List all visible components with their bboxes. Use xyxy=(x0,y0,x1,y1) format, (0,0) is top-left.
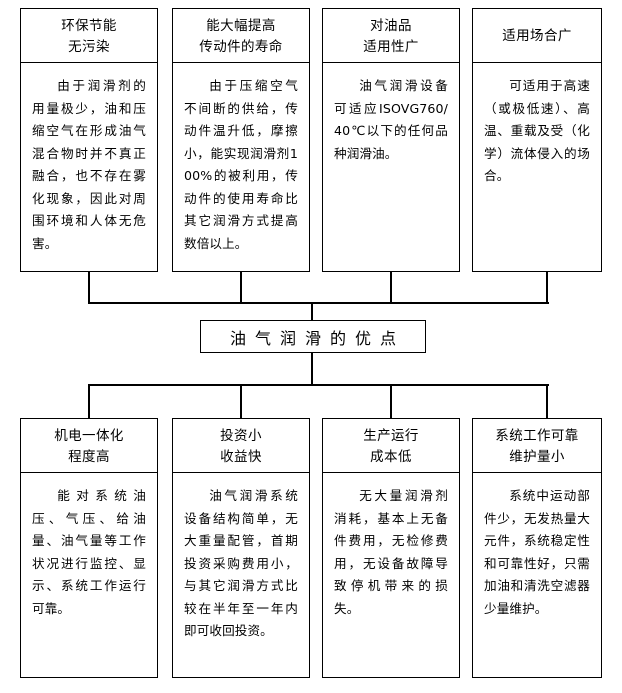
top-node-1-header: 环保节能 无污染 xyxy=(21,9,157,63)
bottom-node-3-title-line-1: 生产运行 xyxy=(363,427,419,444)
bottom-node-2[interactable]: 投资小 收益快 油气润滑系统设备结构简单，无大重量配管，首期投资采购费用小，与其… xyxy=(172,418,310,678)
top-node-3-body: 油气润滑设备可适应ISOVG760/40℃以下的任何品种润滑油。 xyxy=(323,63,459,271)
connector-top-stub-3 xyxy=(390,272,393,304)
connector-bottom-bus xyxy=(88,384,549,387)
top-node-2-title-line-1: 能大幅提高 xyxy=(206,17,276,34)
top-node-1-title-line-1: 环保节能 xyxy=(61,17,117,34)
bottom-node-4-text: 系统中运动部件少，无发热量大元件，系统稳定性和可靠性好，只需加油和清洗空滤器少量… xyxy=(484,488,590,616)
top-node-1[interactable]: 环保节能 无污染 由于润滑剂的用量极少，油和压缩空气在形成油气混合物时并不真正融… xyxy=(20,8,158,272)
bottom-node-2-title-line-1: 投资小 xyxy=(220,427,262,444)
bottom-node-4[interactable]: 系统工作可靠 维护量小 系统中运动部件少，无发热量大元件，系统稳定性和可靠性好，… xyxy=(472,418,602,678)
connector-top-stub-1 xyxy=(88,272,91,304)
connector-top-to-hub xyxy=(311,302,314,322)
top-node-1-title-line-2: 无污染 xyxy=(68,38,110,55)
hub-node[interactable]: 油气润滑的优点 xyxy=(200,320,426,353)
hub-label: 油气润滑的优点 xyxy=(229,328,405,348)
bottom-node-3-text: 无大量润滑剂消耗，基本上无备件费用，无检修费用，无设备故障导致停机带来的损失。 xyxy=(334,488,448,616)
bottom-node-1-body: 能对系统油压、气压、给油量、油气量等工作状况进行监控、显示、系统工作运行可靠。 xyxy=(21,473,157,677)
top-node-1-body: 由于润滑剂的用量极少，油和压缩空气在形成油气混合物时并不真正融合，也不存在雾化现… xyxy=(21,63,157,271)
bottom-node-2-body: 油气润滑系统设备结构简单，无大重量配管，首期投资采购费用小，与其它润滑方式比较在… xyxy=(173,473,309,677)
top-node-3-title-line-1: 对油品 xyxy=(370,17,412,34)
top-node-1-text: 由于润滑剂的用量极少，油和压缩空气在形成油气混合物时并不真正融合，也不存在雾化现… xyxy=(32,78,146,251)
bottom-node-3-header: 生产运行 成本低 xyxy=(323,419,459,473)
bottom-node-4-title-line-1: 系统工作可靠 xyxy=(495,427,579,444)
top-node-4-text: 可适用于高速（或极低速）、高温、重载及受（化学）流体侵入的场合。 xyxy=(484,78,590,183)
connector-top-stub-2 xyxy=(240,272,243,304)
bottom-node-1-header: 机电一体化 程度高 xyxy=(21,419,157,473)
bottom-node-4-header: 系统工作可靠 维护量小 xyxy=(473,419,601,473)
connector-bottom-stub-4 xyxy=(546,384,549,418)
bottom-node-3-body: 无大量润滑剂消耗，基本上无备件费用，无检修费用，无设备故障导致停机带来的损失。 xyxy=(323,473,459,677)
bottom-node-3[interactable]: 生产运行 成本低 无大量润滑剂消耗，基本上无备件费用，无检修费用，无设备故障导致… xyxy=(322,418,460,678)
bottom-node-3-title-line-2: 成本低 xyxy=(370,448,412,465)
connector-top-stub-4 xyxy=(546,272,549,304)
connector-bottom-stub-3 xyxy=(390,384,393,418)
connector-hub-to-bottom xyxy=(311,352,314,386)
top-node-4-header: 适用场合广 xyxy=(473,9,601,63)
top-node-2-title-line-2: 传动件的寿命 xyxy=(199,38,283,55)
connector-bottom-stub-2 xyxy=(240,384,243,418)
bottom-node-1[interactable]: 机电一体化 程度高 能对系统油压、气压、给油量、油气量等工作状况进行监控、显示、… xyxy=(20,418,158,678)
bottom-node-1-text: 能对系统油压、气压、给油量、油气量等工作状况进行监控、显示、系统工作运行可靠。 xyxy=(32,488,146,616)
top-node-4-body: 可适用于高速（或极低速）、高温、重载及受（化学）流体侵入的场合。 xyxy=(473,63,601,271)
bottom-node-2-header: 投资小 收益快 xyxy=(173,419,309,473)
bottom-node-2-text: 油气润滑系统设备结构简单，无大重量配管，首期投资采购费用小，与其它润滑方式比较在… xyxy=(184,488,298,638)
bottom-node-4-body: 系统中运动部件少，无发热量大元件，系统稳定性和可靠性好，只需加油和清洗空滤器少量… xyxy=(473,473,601,677)
connector-bottom-stub-1 xyxy=(88,384,91,418)
top-node-2[interactable]: 能大幅提高 传动件的寿命 由于压缩空气不间断的供给，传动件温升低，摩擦小，能实现… xyxy=(172,8,310,272)
top-node-4[interactable]: 适用场合广 可适用于高速（或极低速）、高温、重载及受（化学）流体侵入的场合。 xyxy=(472,8,602,272)
bottom-node-2-title-line-2: 收益快 xyxy=(220,448,262,465)
top-node-3-title-line-2: 适用性广 xyxy=(363,38,419,55)
bottom-node-1-title-line-1: 机电一体化 xyxy=(54,427,124,444)
top-node-4-title-line-1: 适用场合广 xyxy=(502,28,572,44)
bottom-node-4-title-line-2: 维护量小 xyxy=(509,448,565,465)
top-node-2-body: 由于压缩空气不间断的供给，传动件温升低，摩擦小，能实现润滑剂100%的被利用，传… xyxy=(173,63,309,271)
top-node-2-header: 能大幅提高 传动件的寿命 xyxy=(173,9,309,63)
top-node-3-header: 对油品 适用性广 xyxy=(323,9,459,63)
top-node-3[interactable]: 对油品 适用性广 油气润滑设备可适应ISOVG760/40℃以下的任何品种润滑油… xyxy=(322,8,460,272)
connector-top-bus xyxy=(88,302,549,305)
top-node-2-text: 由于压缩空气不间断的供给，传动件温升低，摩擦小，能实现润滑剂100%的被利用，传… xyxy=(184,78,298,251)
bottom-node-1-title-line-2: 程度高 xyxy=(68,448,110,465)
top-node-3-text: 油气润滑设备可适应ISOVG760/40℃以下的任何品种润滑油。 xyxy=(334,78,448,161)
